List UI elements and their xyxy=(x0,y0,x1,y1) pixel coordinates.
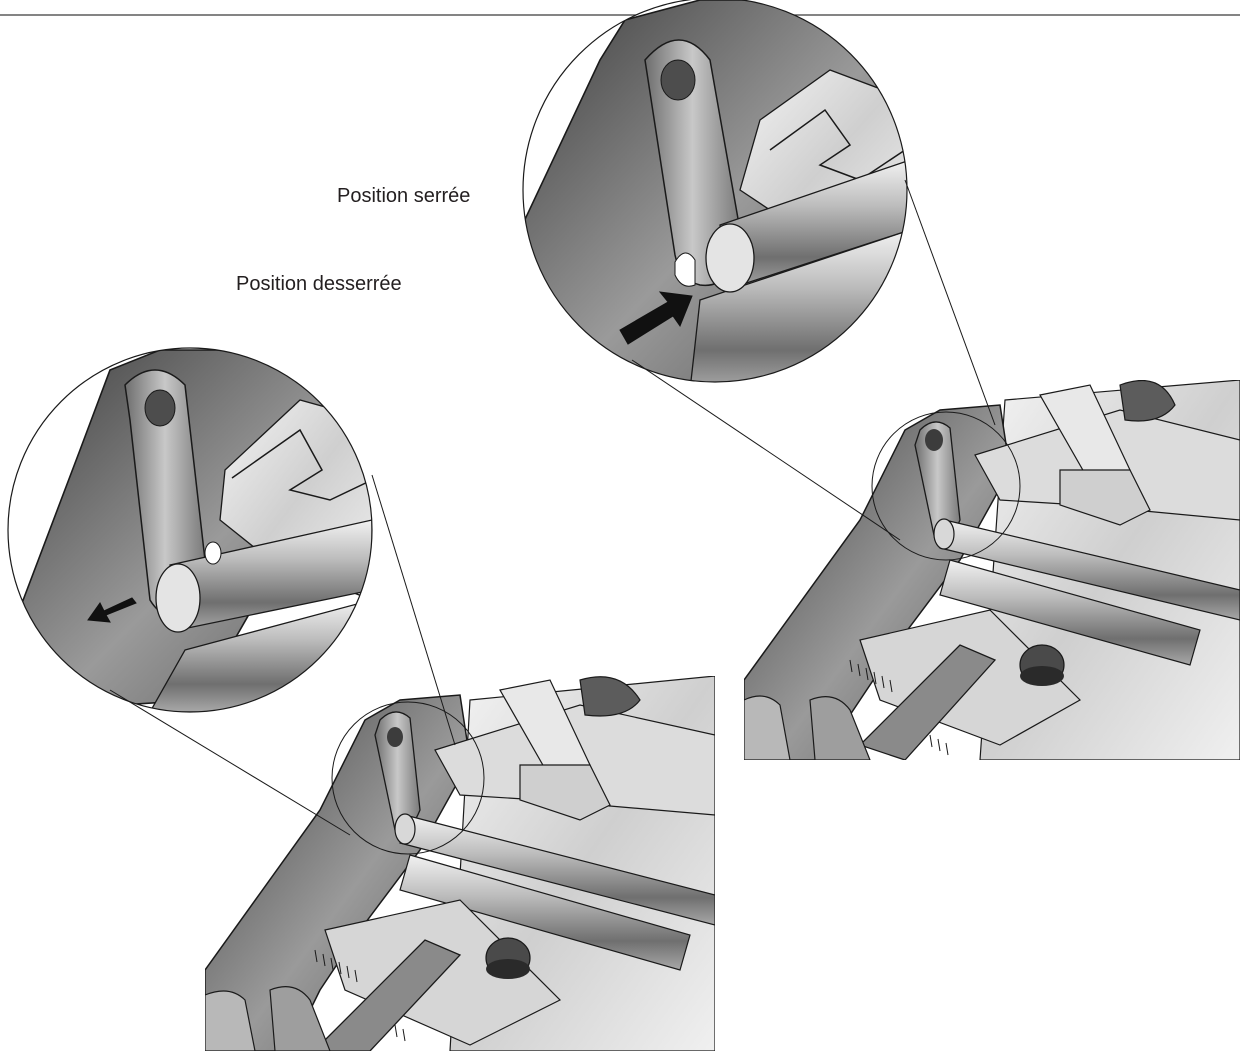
magnified-detail-loose xyxy=(8,348,372,712)
arrow-loosen-icon xyxy=(87,597,137,623)
magnified-detail-tight xyxy=(523,0,907,382)
arrow-tighten-icon xyxy=(619,291,693,345)
leader-line-tight-a xyxy=(631,359,901,541)
leader-line-loose-a xyxy=(109,689,351,836)
detail-marker-right xyxy=(871,411,1021,561)
magnifier-circle-tight xyxy=(522,0,908,383)
label-tight-position: Position serrée xyxy=(337,185,471,207)
leader-line-tight-b xyxy=(904,179,996,426)
detail-marker-left xyxy=(331,701,485,855)
mechanism-left xyxy=(205,676,715,1051)
magnifier-circle-loose xyxy=(7,347,373,713)
mechanism-right xyxy=(744,380,1240,760)
leader-line-loose-b xyxy=(371,474,456,746)
label-loose-position: Position desserrée xyxy=(236,273,402,295)
